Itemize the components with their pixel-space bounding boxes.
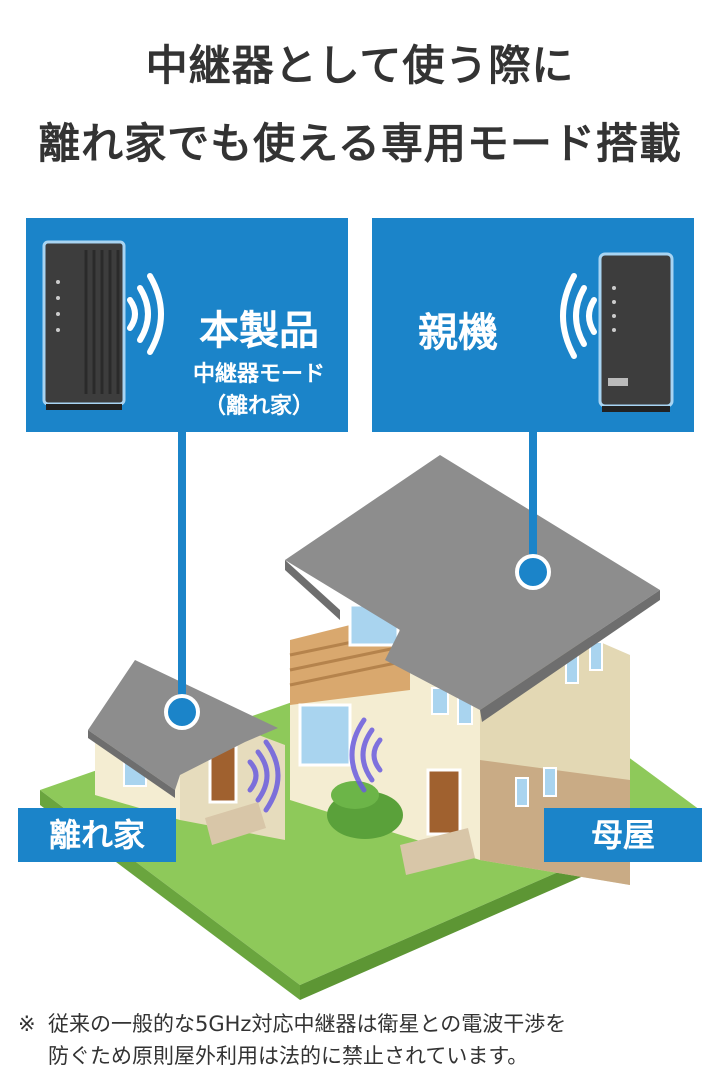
main-house-label: 母屋 [544, 808, 702, 862]
window [431, 687, 449, 715]
door-steps [400, 828, 475, 875]
footnote-line-1: 従来の一般的な5GHz対応中継器は衛星との電波干渉を [48, 1012, 567, 1036]
window [543, 767, 557, 797]
product-title: 本製品 [199, 308, 319, 354]
parent-router-panel: 親機 [372, 218, 694, 432]
footnote: ※ 従来の一般的な5GHz対応中継器は衛星との電波干渉を 防ぐため原則屋外利用は… [18, 1008, 708, 1072]
parent-router-title: 親機 [418, 310, 498, 356]
main-house-door [426, 768, 462, 836]
window [515, 777, 529, 807]
product-mode-label: 中継器モード [192, 362, 325, 387]
annex-steps [205, 802, 266, 845]
router-device-icon [42, 240, 164, 410]
bush [331, 781, 379, 809]
main-house-roof [285, 455, 660, 710]
product-panel: 本製品 中継器モード （離れ家） [26, 218, 348, 432]
wifi-signal-icon [127, 273, 164, 355]
footnote-mark: ※ [18, 1012, 36, 1036]
connector-dot-right [515, 554, 551, 590]
window [298, 703, 352, 767]
wifi-signal-icon-annex [247, 739, 281, 813]
product-mode-note: （離れ家） [203, 394, 314, 419]
headline-line-2: 離れ家でも使える専用モード搭載 [38, 119, 682, 168]
annex-label: 離れ家 [18, 808, 176, 862]
headline-line-1: 中継器として使う際に [145, 41, 575, 90]
footnote-line-2: 防ぐため原則屋外利用は法的に禁止されています。 [48, 1044, 529, 1068]
wifi-signal-icon [560, 273, 597, 359]
wifi-signal-icon-main [349, 717, 383, 793]
router-device-icon [560, 252, 674, 412]
annex-roof-edge [88, 730, 175, 798]
main-house-roof-edge [285, 560, 340, 620]
main-house-roof-edge [480, 590, 660, 722]
connector-dot-left [164, 694, 200, 730]
